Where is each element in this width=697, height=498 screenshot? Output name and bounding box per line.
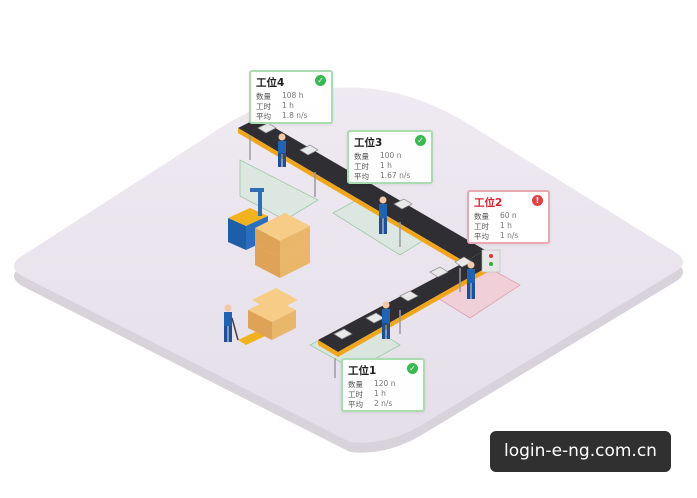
hours-label: 工时 [474, 222, 489, 231]
hours-value: 1 h [380, 161, 392, 170]
station-card-2[interactable]: 工位2 ! 数量 60 n 工时 1 h 平均 1 n/s [467, 190, 550, 244]
station-title: 工位4 [256, 77, 285, 89]
worker-station-2 [467, 261, 475, 299]
average-label: 平均 [474, 232, 489, 241]
hours-label: 工时 [256, 102, 271, 111]
worker-station-4 [278, 133, 286, 167]
count-value: 120 n [374, 379, 396, 388]
check-icon: ✓ [315, 75, 326, 86]
average-value: 1.8 n/s [282, 111, 308, 120]
box-stack-upper [255, 213, 310, 278]
worker-station-1 [382, 301, 390, 339]
count-label: 数量 [348, 380, 363, 389]
hours-label: 工时 [354, 162, 369, 171]
average-value: 2 n/s [374, 399, 393, 408]
hours-value: 1 h [500, 221, 512, 230]
check-icon: ✓ [415, 135, 426, 146]
average-value: 1 n/s [500, 231, 519, 240]
average-label: 平均 [348, 400, 363, 409]
hours-value: 1 h [282, 101, 294, 110]
station-title: 工位2 [474, 197, 503, 209]
watermark-banner: login-e-ng.com.cn [490, 431, 671, 472]
average-label: 平均 [354, 172, 369, 181]
average-value: 1.67 n/s [380, 171, 411, 180]
count-value: 60 n [500, 211, 517, 220]
box-stack-lower [248, 288, 298, 340]
count-label: 数量 [354, 152, 369, 161]
average-label: 平均 [256, 112, 271, 121]
station-card-3[interactable]: 工位3 ✓ 数量 100 n 工时 1 h 平均 1.67 n/s [347, 130, 433, 184]
station-title: 工位1 [348, 365, 377, 377]
worker-station-3 [379, 196, 387, 234]
conveyor-belt [238, 118, 501, 378]
count-label: 数量 [256, 92, 271, 101]
hours-label: 工时 [348, 390, 363, 399]
hours-value: 1 h [374, 389, 386, 398]
check-icon: ✓ [407, 363, 418, 374]
station-card-1[interactable]: 工位1 ✓ 数量 120 n 工时 1 h 平均 2 n/s [341, 358, 425, 412]
count-label: 数量 [474, 212, 489, 221]
station-card-4[interactable]: 工位4 ✓ 数量 108 h 工时 1 h 平均 1.8 n/s [249, 70, 333, 124]
count-value: 100 n [380, 151, 402, 160]
station-title: 工位3 [354, 137, 383, 149]
exclamation-icon: ! [532, 195, 543, 206]
count-value: 108 h [282, 91, 304, 100]
platform [14, 87, 683, 453]
